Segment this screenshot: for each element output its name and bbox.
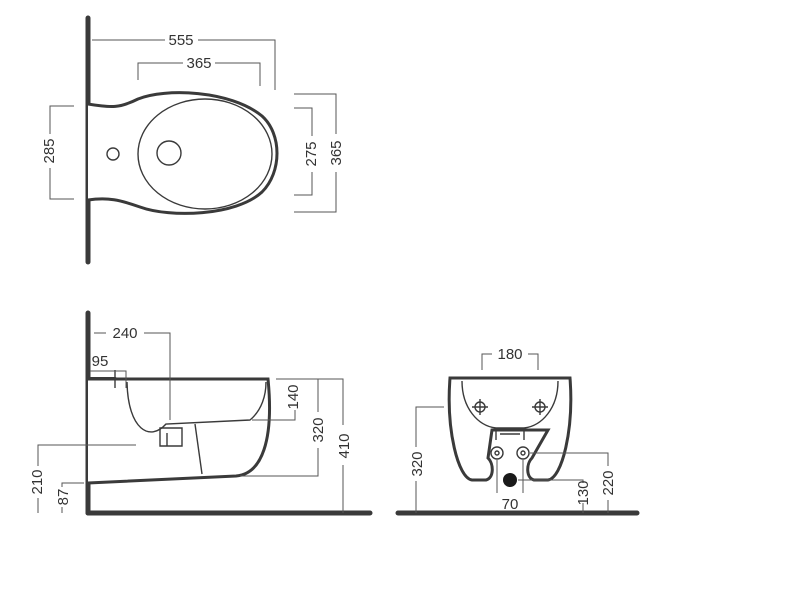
dim-bowl-length: 365 bbox=[137, 55, 261, 86]
dim-supply-spacing: 70 bbox=[496, 460, 524, 513]
front-view-bidet-body bbox=[447, 376, 573, 482]
supply-connection-left bbox=[490, 446, 504, 460]
dim-bowl-depth-label: 140 bbox=[285, 384, 302, 409]
side-view: 240 95 140 320 410 210 87 bbox=[29, 310, 373, 516]
dim-total-height: 410 bbox=[278, 378, 353, 513]
supply-connection-right bbox=[516, 446, 530, 460]
dim-fixing-height: 210 bbox=[29, 444, 136, 513]
dim-front-height: 320 bbox=[409, 406, 444, 513]
dim-overall-length: 555 bbox=[92, 32, 276, 90]
dim-width: 285 bbox=[41, 105, 74, 200]
dim-fixing-height-label: 210 bbox=[29, 469, 46, 494]
dim-base-offset: 87 bbox=[55, 482, 84, 513]
dim-bowl-center: 240 bbox=[94, 325, 171, 420]
dim-base-offset-label: 87 bbox=[55, 489, 72, 506]
dim-front-height-label: 320 bbox=[409, 451, 426, 476]
dim-waste-height: 130 bbox=[518, 479, 592, 513]
drain-hole bbox=[156, 140, 182, 166]
dim-outer-width-label: 365 bbox=[328, 140, 345, 165]
tap-hole bbox=[106, 147, 120, 161]
dim-rim-height-label: 320 bbox=[310, 417, 327, 442]
dim-bowl-length-label: 365 bbox=[186, 55, 211, 72]
tap-hole-left bbox=[472, 399, 488, 415]
dim-bowl-center-label: 240 bbox=[112, 325, 137, 342]
dim-rim-offset-label: 95 bbox=[92, 353, 109, 370]
dim-front-width-label: 180 bbox=[497, 346, 522, 363]
dim-waste-height-label: 130 bbox=[575, 480, 592, 505]
dim-total-height-label: 410 bbox=[336, 433, 353, 458]
dim-bowl-width-label: 275 bbox=[303, 141, 320, 166]
top-view-bowl bbox=[137, 98, 273, 210]
dim-front-width: 180 bbox=[481, 346, 539, 370]
side-view-bidet-body bbox=[87, 377, 272, 485]
dim-outer-width: 365 bbox=[294, 93, 345, 213]
dim-width-label: 285 bbox=[41, 138, 58, 163]
top-view-bidet-outline bbox=[87, 91, 279, 215]
side-view-inner-bowl bbox=[126, 381, 267, 433]
dim-overall-length-label: 555 bbox=[168, 32, 193, 49]
tap-hole-right bbox=[532, 399, 548, 415]
side-view-trap bbox=[194, 423, 203, 475]
dim-supply-height-label: 220 bbox=[600, 470, 617, 495]
front-view: 180 320 70 130 220 bbox=[395, 346, 640, 516]
front-view-inner-bowl bbox=[461, 380, 559, 429]
waste-outlet bbox=[503, 473, 517, 487]
dim-bowl-width: 275 bbox=[294, 107, 320, 196]
dim-rim-offset: 95 bbox=[90, 353, 127, 388]
side-view-waste-outlet bbox=[159, 427, 183, 447]
top-view: 555 365 285 275 365 bbox=[41, 15, 345, 265]
dim-supply-spacing-label: 70 bbox=[502, 496, 519, 513]
dim-supply-height: 220 bbox=[530, 452, 617, 513]
front-view-inner-step bbox=[495, 428, 525, 440]
